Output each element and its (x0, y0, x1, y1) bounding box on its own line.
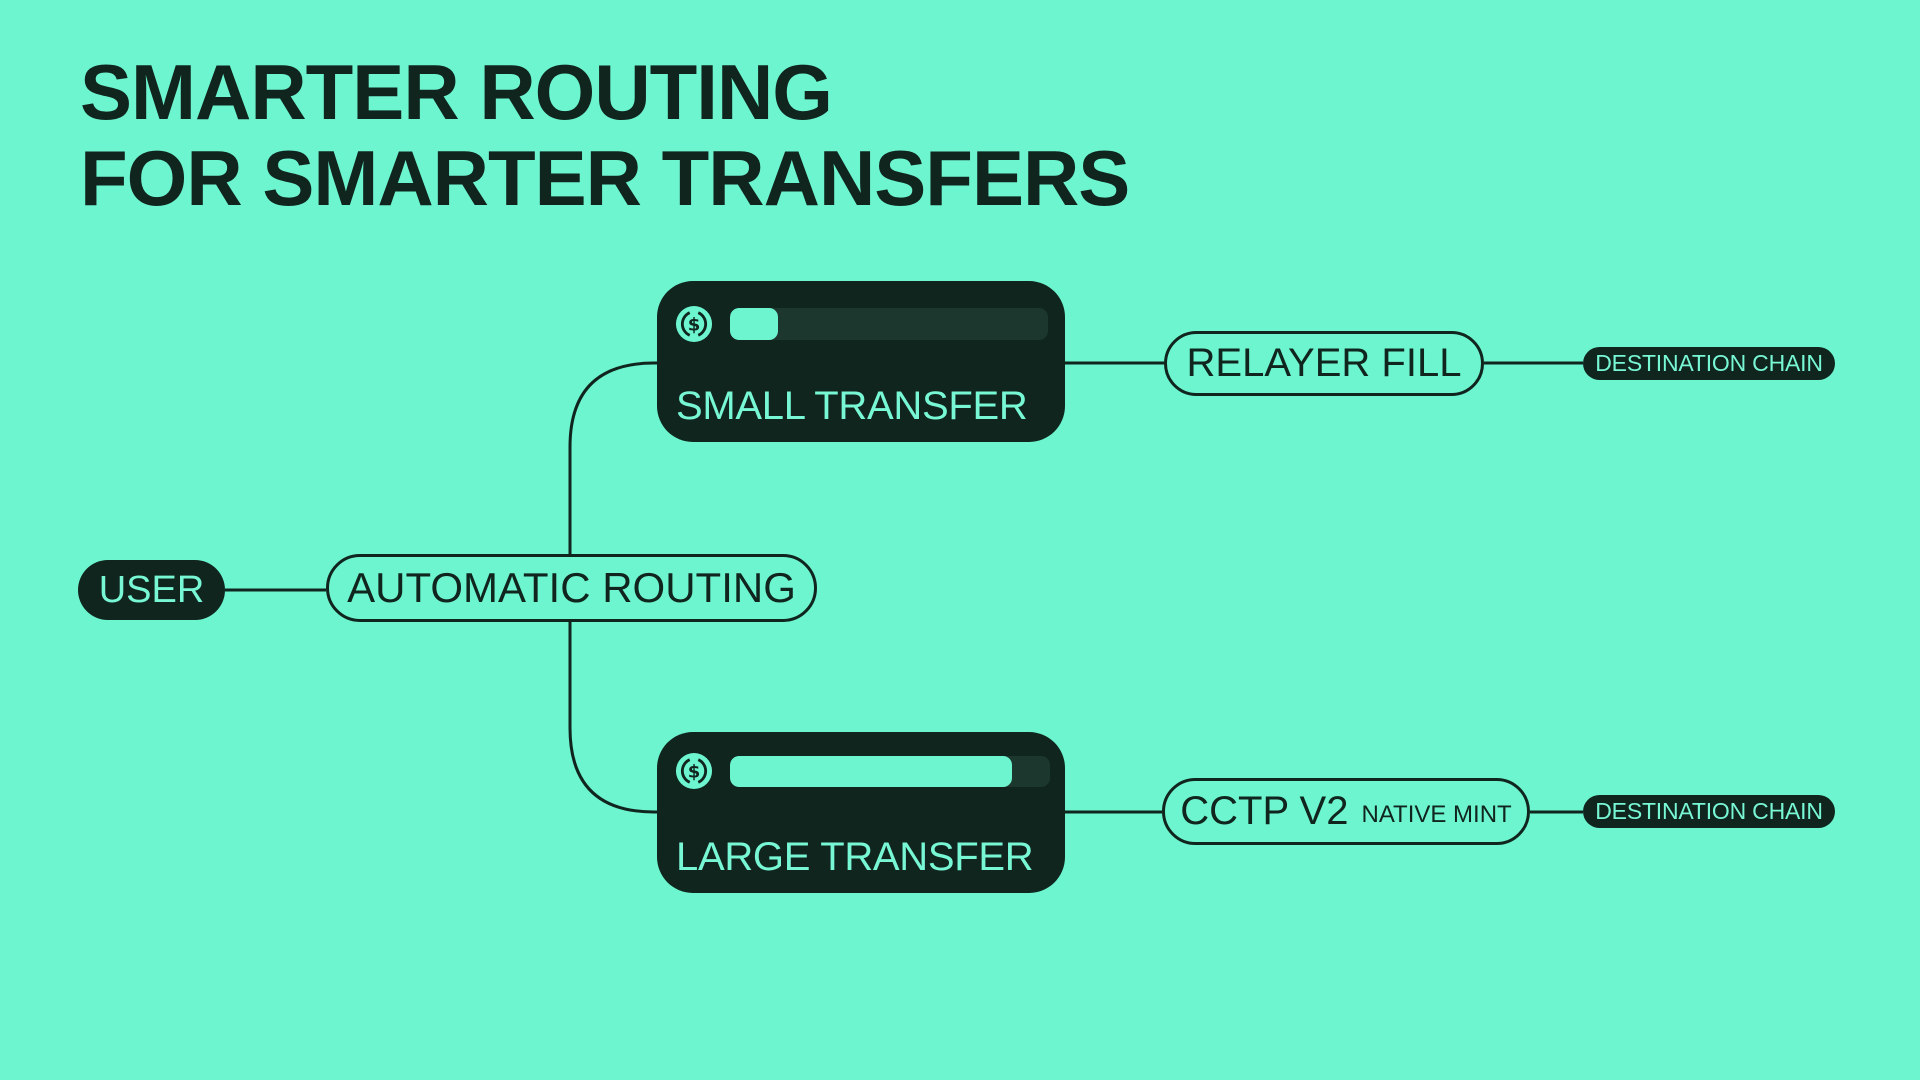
node-user: USER (78, 560, 225, 620)
node-automatic-routing-label: AUTOMATIC ROUTING (347, 564, 796, 611)
title-line-2: FOR SMARTER TRANSFERS (80, 133, 1130, 222)
node-destination-chain-bottom: DESTINATION CHAIN (1583, 795, 1835, 828)
node-small-transfer: SMALL TRANSFER (657, 281, 1065, 442)
node-destination-chain-top: DESTINATION CHAIN (1583, 347, 1835, 380)
node-cctp-v2-label: CCTP V2 (1180, 789, 1349, 833)
node-relayer-fill-label: RELAYER FILL (1186, 341, 1462, 385)
node-cctp-v2: CCTP V2 NATIVE MINT (1162, 778, 1530, 845)
connector-routing-small (568, 361, 662, 554)
node-user-label: USER (98, 568, 205, 611)
node-automatic-routing: AUTOMATIC ROUTING (326, 554, 817, 622)
usdc-icon (675, 752, 713, 790)
node-destination-chain-top-label: DESTINATION CHAIN (1595, 350, 1823, 376)
usdc-icon (675, 305, 713, 343)
node-relayer-fill: RELAYER FILL (1164, 331, 1484, 396)
page-title: SMARTER ROUTING FOR SMARTER TRANSFERS (80, 48, 1130, 222)
node-cctp-v2-sublabel: NATIVE MINT (1361, 801, 1512, 828)
progress-fill (730, 308, 778, 340)
progress-fill (730, 756, 1012, 787)
node-destination-chain-bottom-label: DESTINATION CHAIN (1595, 798, 1823, 824)
progress-bar (730, 308, 1048, 340)
progress-bar (730, 756, 1050, 787)
node-large-transfer-label: LARGE TRANSFER (676, 835, 1034, 879)
node-small-transfer-label: SMALL TRANSFER (676, 384, 1028, 428)
node-large-transfer: LARGE TRANSFER (657, 732, 1065, 893)
title-line-1: SMARTER ROUTING (80, 48, 833, 136)
connector-routing-large (568, 622, 662, 814)
